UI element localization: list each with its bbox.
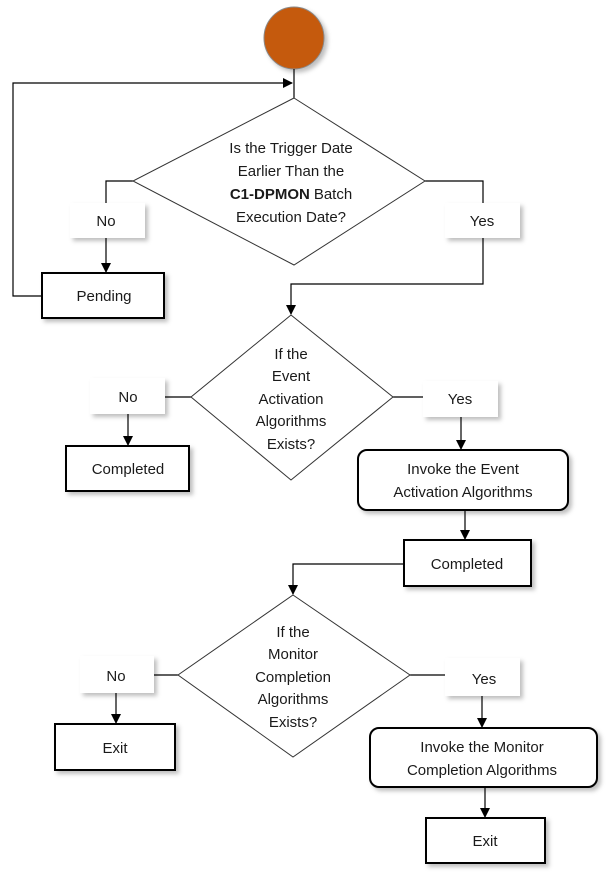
completed-box-no: Completed [65,445,190,492]
decision-event-activation: If the Event Activation Algorithms Exist… [190,314,394,481]
connector-yes1-to-decision2 [286,238,484,315]
svg-text:Completion Algorithms: Completion Algorithms [407,762,557,779]
connector-pending-loop [12,78,293,297]
connector-decision1-yes [425,180,484,203]
branch-label-yes-3: Yes [445,658,520,696]
svg-text:Algorithms: Algorithms [258,691,329,708]
branch-label-yes-2: Yes [423,381,498,417]
pending-box: Pending [41,272,165,319]
connectors [12,69,490,818]
branch-label-no-1: No [70,203,145,238]
svg-text:Yes: Yes [472,671,496,688]
exit-box-yes: Exit [425,817,546,864]
batch-word: Batch [314,186,352,203]
connector-decision1-no [105,180,133,203]
svg-text:Completed: Completed [431,556,504,573]
svg-text:Monitor: Monitor [268,646,318,663]
svg-text:Exists?: Exists? [267,436,315,453]
decision-monitor-completion: If the Monitor Completion Algorithms Exi… [177,594,411,758]
svg-text:Completion: Completion [255,669,331,686]
batch-code: C1-DPMON [230,186,310,203]
invoke-event-activation-box: Invoke the Event Activation Algorithms [357,449,569,511]
svg-text:Yes: Yes [448,391,472,408]
decision1-line2: Earlier Than the [238,163,344,180]
decision-trigger-date: Is the Trigger Date Earlier Than the C1-… [131,97,426,266]
connector-completed-to-decision3 [288,563,404,595]
decision1-line4: Execution Date? [236,209,346,226]
svg-text:Exit: Exit [472,833,498,850]
svg-text:Invoke the Monitor: Invoke the Monitor [420,739,543,756]
start-node [263,6,325,70]
svg-text:No: No [118,389,137,406]
branch-label-yes-1: Yes [445,203,520,238]
svg-text:If the: If the [274,346,307,363]
svg-text:Invoke the Event: Invoke the Event [407,461,520,478]
svg-text:Algorithms: Algorithms [256,413,327,430]
invoke-monitor-completion-box: Invoke the Monitor Completion Algorithms [369,727,598,788]
svg-text:No: No [106,668,125,685]
svg-text:Exit: Exit [102,740,128,757]
svg-text:Event: Event [272,368,311,385]
exit-box-no: Exit [54,723,176,771]
decision1-line1: Is the Trigger Date [229,140,352,157]
svg-text:Activation: Activation [258,391,323,408]
svg-text:No: No [96,213,115,230]
branch-label-no-2: No [90,378,165,414]
svg-text:If the: If the [276,624,309,641]
branch-label-no-3: No [80,656,154,693]
svg-text:Completed: Completed [92,461,165,478]
svg-text:Pending: Pending [76,288,131,305]
svg-text:Activation Algorithms: Activation Algorithms [393,484,532,501]
svg-text:Exists?: Exists? [269,714,317,731]
completed-box-yes: Completed [403,539,532,587]
svg-text:Yes: Yes [470,213,494,230]
